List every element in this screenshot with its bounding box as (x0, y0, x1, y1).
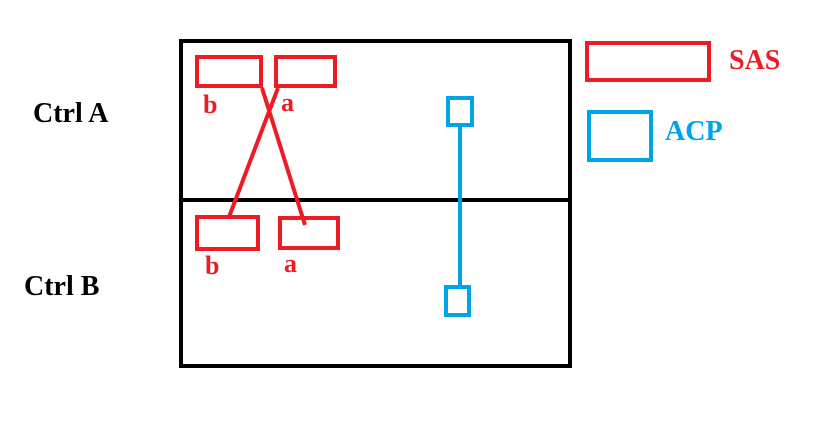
sas-cable-a-a-to-b-b (227, 87, 280, 218)
ctrl-b-port-a-label: a (284, 249, 297, 278)
ctrl-a-box (179, 39, 572, 202)
ctrl-a-sas-port-a (274, 55, 337, 88)
ctrl-b-port-b-label: b (205, 251, 219, 280)
legend-acp-label: ACP (665, 116, 723, 147)
ctrl-a-port-a-label: a (281, 88, 294, 117)
ctrl-a-sas-port-b (195, 55, 263, 88)
legend-sas-label: SAS (729, 45, 780, 76)
ctrl-a-port-b-label: b (203, 90, 217, 119)
ctrl-b-sas-port-a (278, 216, 340, 250)
ctrl-b-sas-port-b (195, 215, 260, 251)
ctrl-a-label: Ctrl A (33, 98, 109, 129)
ctrl-b-box (179, 198, 572, 368)
ctrl-b-acp-port (444, 285, 471, 317)
legend-acp-swatch (587, 110, 653, 162)
ctrl-b-label: Ctrl B (24, 271, 99, 302)
ctrl-a-acp-port (446, 96, 474, 127)
legend-sas-swatch (585, 41, 711, 82)
